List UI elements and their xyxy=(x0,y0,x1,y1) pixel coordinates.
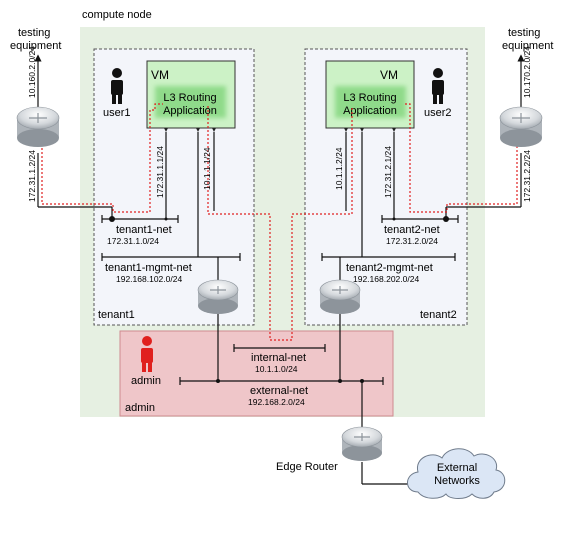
data-path-vm1-internal xyxy=(207,106,353,341)
tenant1-area-label: tenant1 xyxy=(98,309,135,321)
tenant1-net-name: tenant1-net xyxy=(116,224,172,236)
internal-net-cidr: 10.1.1.0/24 xyxy=(255,364,298,374)
ip-right-upstream: 10.170.2.0/24 xyxy=(522,46,532,98)
router-tenant1-icon xyxy=(197,279,239,314)
router-tenant2-icon xyxy=(319,279,361,314)
tenant1-app-line2: Application xyxy=(163,105,217,117)
tenant2-app-line2: Application xyxy=(343,105,397,117)
external-net-cidr: 192.168.2.0/24 xyxy=(248,397,305,407)
testing-right-line2: equipment xyxy=(502,40,553,52)
tenant1-app-line1: L3 Routing xyxy=(163,92,216,104)
ip-left-router-port: 172.31.1.2/24 xyxy=(27,150,37,202)
edge-router-label: Edge Router xyxy=(276,461,338,473)
data-path xyxy=(37,103,163,213)
tenant2-app-glow xyxy=(335,86,406,118)
tenant2-app-line1: L3 Routing xyxy=(343,92,396,104)
testing-right-line1: testing xyxy=(508,27,540,39)
user1-icon xyxy=(111,68,123,104)
tenant1-mgmt-name: tenant1-mgmt-net xyxy=(105,262,192,274)
tenant1-vm-label: VM xyxy=(151,68,169,82)
ip-vm2-tenant: 172.31.2.1/24 xyxy=(383,146,393,198)
edge-router-icon xyxy=(341,426,383,461)
cloud-icon xyxy=(407,448,506,499)
ip-left-upstream: 10.160.2.0/24 xyxy=(27,46,37,98)
cloud-label-line2: Networks xyxy=(434,475,480,487)
tenant2-mgmt-cidr: 192.168.202.0/24 xyxy=(353,274,419,284)
tenant2-net-name: tenant2-net xyxy=(384,224,440,236)
tenant1-mgmt-cidr: 192.168.102.0/24 xyxy=(116,274,182,284)
testing-left-line2: equipment xyxy=(10,40,61,52)
vm-port-markers xyxy=(164,128,396,132)
user1-label: user1 xyxy=(103,107,131,119)
admin-area xyxy=(119,330,394,417)
admin-area-label: admin xyxy=(125,402,155,414)
user2-label: user2 xyxy=(424,107,452,119)
tenant1-app-glow xyxy=(155,86,226,118)
tenant2-mgmt-name: tenant2-mgmt-net xyxy=(346,262,433,274)
router-left-icon xyxy=(16,106,60,147)
external-net-name: external-net xyxy=(250,385,308,397)
junction-dots xyxy=(109,216,449,383)
cloud-label-line1: External xyxy=(437,462,477,474)
user2-icon xyxy=(432,68,444,104)
tenant2-net-cidr: 172.31.2.0/24 xyxy=(386,236,438,246)
admin-user-icon xyxy=(141,336,153,372)
ip-vm1-tenant: 172.31.1.1/24 xyxy=(155,146,165,198)
compute-node-label: compute node xyxy=(82,9,152,21)
internal-net-name: internal-net xyxy=(251,352,306,364)
tenant2-vm-label: VM xyxy=(380,68,398,82)
network-links xyxy=(34,54,525,485)
ip-vm2-internal: 10.1.1.2/24 xyxy=(334,147,344,190)
admin-user-label: admin xyxy=(131,375,161,387)
ip-vm1-internal: 10.1.1.1/24 xyxy=(202,147,212,190)
router-right-icon xyxy=(499,106,543,147)
testing-left-line1: testing xyxy=(18,27,50,39)
ip-right-router-port: 172.31.2.2/24 xyxy=(522,150,532,202)
tenant2-area-label: tenant2 xyxy=(420,309,457,321)
tenant1-net-cidr: 172.31.1.0/24 xyxy=(107,236,159,246)
